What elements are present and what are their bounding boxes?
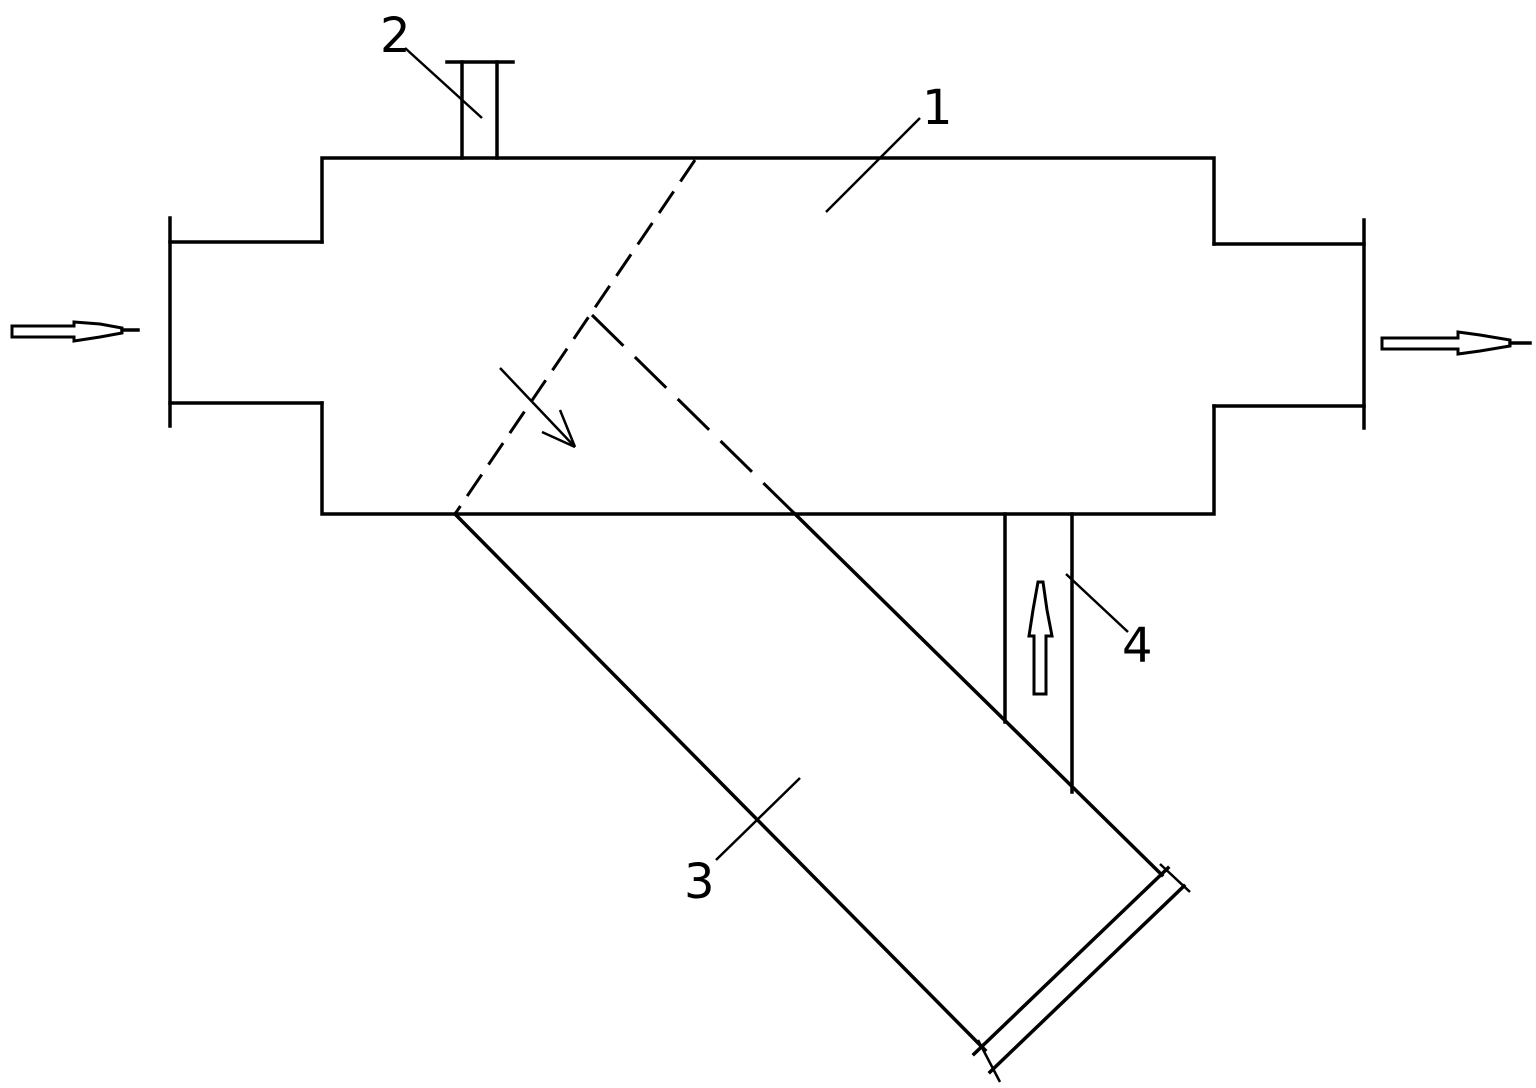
label-part-1: 1: [922, 80, 953, 136]
leader-line-4: [1065, 573, 1129, 633]
outlet-arrow-icon: [1380, 330, 1532, 356]
label-part-4: 4: [1122, 618, 1153, 674]
vent-pipe: [445, 60, 515, 160]
leader-line-2: [404, 47, 483, 119]
label-part-3: 3: [684, 854, 715, 910]
inlet-neck: [168, 240, 324, 405]
inlet-arrow-icon: [10, 320, 140, 343]
leader-line-3: [715, 777, 801, 861]
return-flow-arrow-icon: [1027, 580, 1054, 696]
leader-line-1: [825, 117, 921, 213]
label-part-2: 2: [380, 8, 411, 64]
return-pipe: [1003, 512, 1074, 794]
screen-chamber: [452, 159, 1191, 1083]
main-body-outline: [320, 156, 1216, 516]
internal-flow-arrow-icon: [499, 367, 577, 449]
outlet-neck: [1212, 242, 1366, 408]
